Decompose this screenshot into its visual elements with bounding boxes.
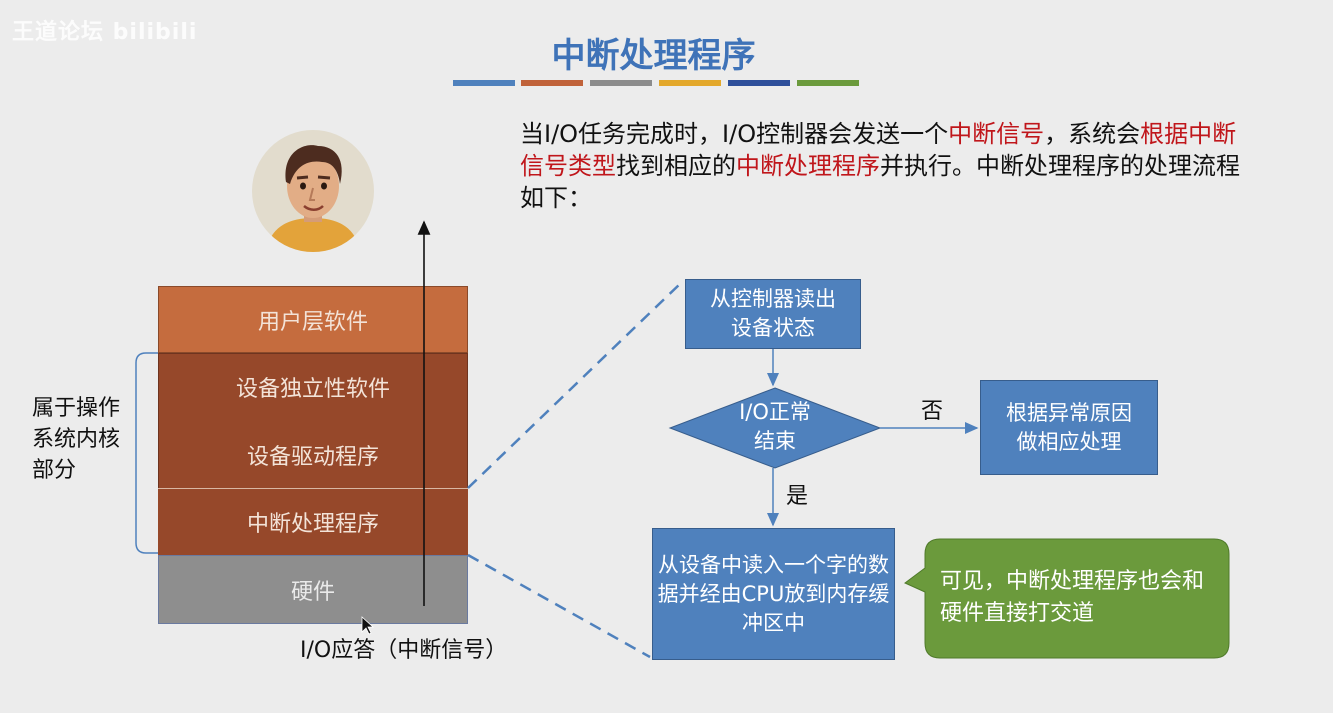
layer-driver-label: 设备驱动程序 <box>246 445 379 470</box>
flow-diamond <box>668 387 882 469</box>
layer-device-independent-label: 设备独立性软件 <box>235 377 390 402</box>
flow-read-status-text: 从控制器读出设备状态 <box>710 287 836 340</box>
title-bar-4 <box>659 80 721 86</box>
flow-yes-label: 是 <box>786 484 809 509</box>
flow-check-text: I/O正常结束 <box>739 400 811 453</box>
intro-text-4: 并执行。中断处理程序的处理流程如下： <box>520 152 1240 212</box>
callout-text: 可见，中断处理程序也会和硬件直接打交道 <box>940 569 1205 626</box>
layer-interrupt-label: 中断处理程序 <box>246 512 379 537</box>
intro-text-2: ，系统会 <box>1044 120 1141 148</box>
zoom-line-bottom <box>467 553 651 659</box>
title-bar-6 <box>797 80 859 86</box>
intro-paragraph: 当I/O任务完成时，I/O控制器会发送一个中断信号，系统会根据中断信号类型找到相… <box>520 118 1240 214</box>
title-bar-1 <box>453 80 515 86</box>
zoom-line-top <box>467 280 684 489</box>
title-bar-3 <box>590 80 652 86</box>
layer-user-software: 用户层软件 <box>158 286 468 353</box>
callout-bubble <box>904 538 1230 659</box>
intro-highlight-interrupt-signal: 中断信号 <box>948 120 1045 148</box>
layer-hardware-label: 硬件 <box>290 579 335 605</box>
watermark: 王道论坛 bilibili <box>12 20 198 45</box>
mouse-cursor-icon <box>361 616 375 635</box>
flow-box-read-word: 从设备中读入一个字的数据并经由CPU放到内存缓冲区中 <box>652 528 895 660</box>
title-bar-2 <box>521 80 583 86</box>
layer-user-label: 用户层软件 <box>257 309 368 335</box>
intro-highlight-handler: 中断处理程序 <box>736 152 880 180</box>
layer-hardware: 硬件 <box>158 555 468 624</box>
flow-handle-error-text: 根据异常原因做相应处理 <box>1006 400 1132 454</box>
presenter-avatar <box>252 130 374 252</box>
intro-text-3: 找到相应的 <box>616 152 736 180</box>
intro-text-1: 当I/O任务完成时，I/O控制器会发送一个 <box>520 120 949 148</box>
flow-read-word-text: 从设备中读入一个字的数据并经由CPU放到内存缓冲区中 <box>657 552 890 635</box>
flow-no-label: 否 <box>921 399 944 424</box>
flow-box-read-status: 从控制器读出设备状态 <box>685 279 861 349</box>
kernel-bracket <box>135 352 158 554</box>
layer-interrupt-handler: 中断处理程序 <box>158 488 468 555</box>
title-bar-5 <box>728 80 790 86</box>
page-title: 中断处理程序 <box>551 36 756 76</box>
flow-box-handle-error: 根据异常原因做相应处理 <box>980 380 1158 475</box>
io-ack-label: I/O应答（中断信号） <box>300 638 508 663</box>
person-icon <box>266 145 360 252</box>
intro-highlight-signal-type: 根据中断信号类型 <box>520 120 1237 180</box>
kernel-bracket-label: 属于操作系统内核部分 <box>32 396 121 483</box>
